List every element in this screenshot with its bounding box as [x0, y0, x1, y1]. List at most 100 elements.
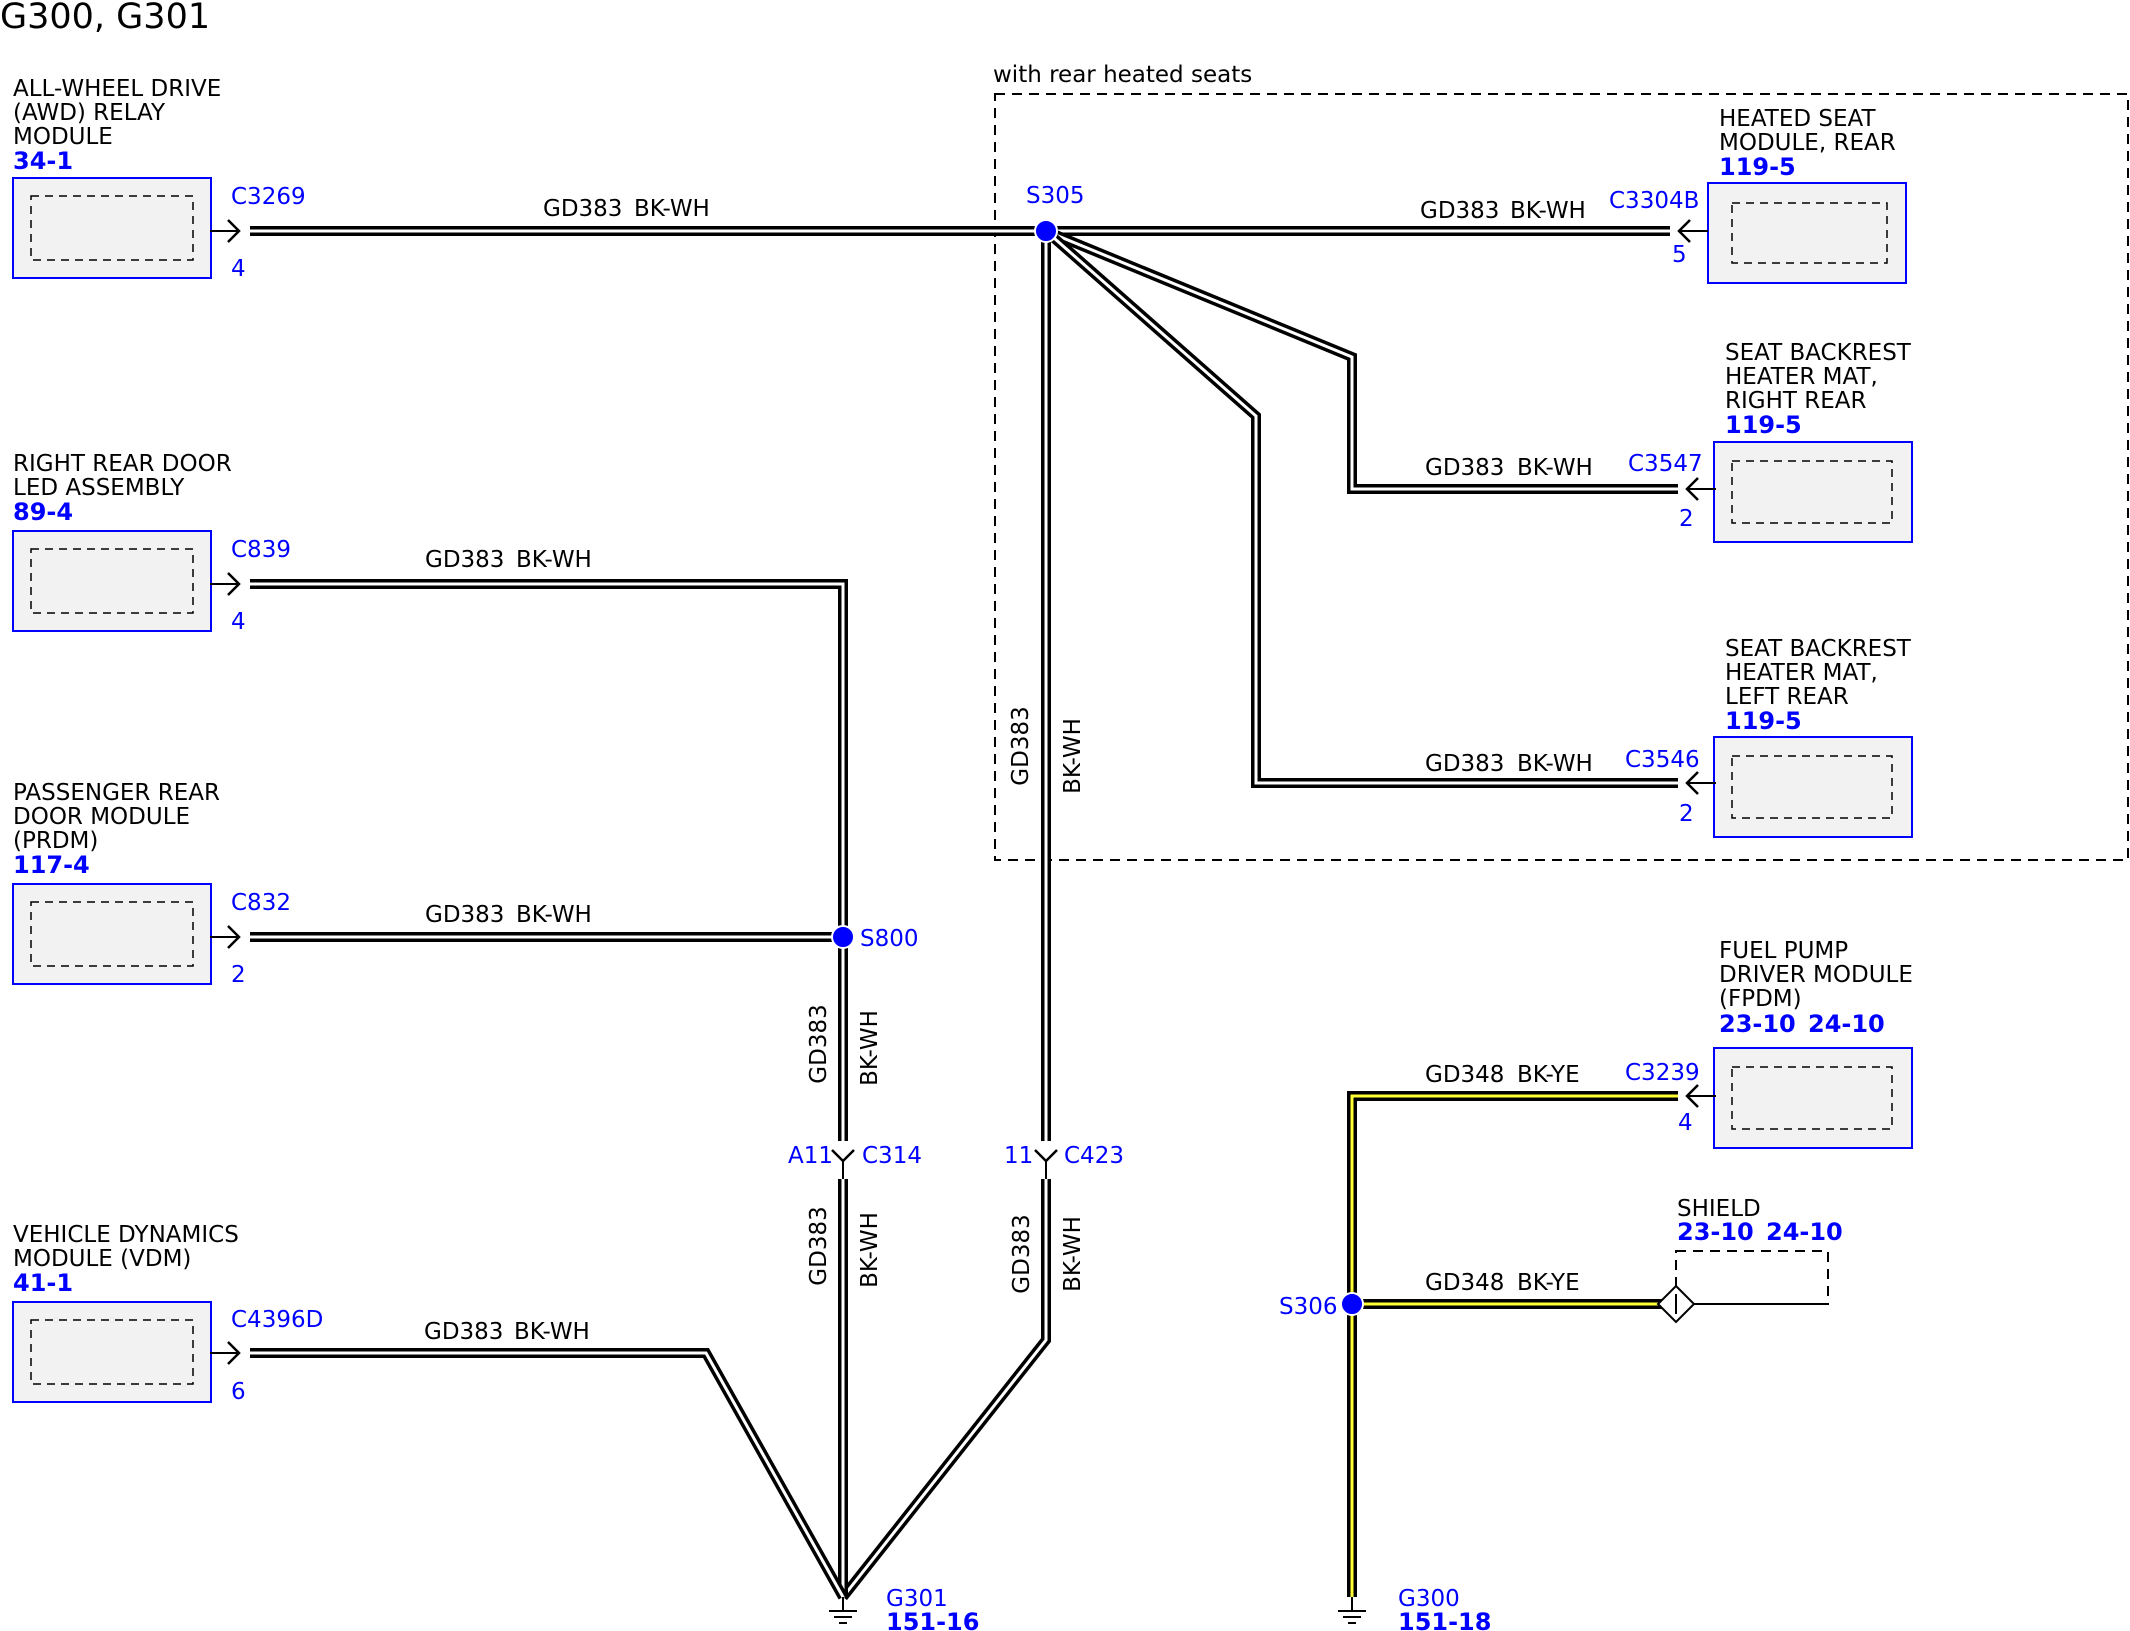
- vdm-module: VEHICLE DYNAMICS MODULE (VDM) 41-1 C4396…: [12, 1222, 323, 1405]
- backrest-rr-connector-id[interactable]: C3547: [1628, 451, 1703, 477]
- wire-s305-to-backrest-lr: [1042, 227, 1678, 788]
- heated-seat-box: [1707, 182, 1907, 284]
- heated-seat-ref[interactable]: 119-5: [1719, 153, 1796, 181]
- wire-label-shield: GD348 BK-YE: [1425, 1270, 1580, 1296]
- awd-module-ref[interactable]: 34-1: [13, 147, 73, 175]
- wire-label-fpdm-circuit: GD348: [1425, 1062, 1504, 1088]
- prdm-name-line1: PASSENGER REAR: [13, 780, 220, 806]
- awd-connector-pin: 4: [231, 256, 246, 282]
- heated-seat-name-line2: MODULE, REAR: [1719, 130, 1896, 156]
- backrest-rr-inner: [1731, 460, 1893, 524]
- fpdm-module: FUEL PUMP DRIVER MODULE (FPDM) 23-10 24-…: [1625, 938, 1913, 1149]
- backrest-lr-connector-id[interactable]: C3546: [1625, 747, 1700, 773]
- wire-label-prdm-circuit: GD383: [425, 902, 504, 928]
- fpdm-connector-id[interactable]: C3239: [1625, 1060, 1700, 1086]
- rr-door-led-box: [12, 530, 212, 632]
- backrest-lr-name-line2: HEATER MAT,: [1725, 660, 1878, 686]
- shield-ref-2[interactable]: 24-10: [1766, 1218, 1843, 1246]
- wire-label-shield-circuit: GD348: [1425, 1270, 1504, 1296]
- s305-label: S305: [1026, 183, 1085, 209]
- shield: SHIELD 23-10 24-10: [1656, 1196, 1843, 1324]
- wire-label-s800-vert-color: BK-WH: [857, 1010, 883, 1086]
- backrest-lr-inner: [1731, 755, 1893, 819]
- c423-inline-connector: 11 C423: [1004, 1143, 1124, 1179]
- backrest-rr-name-line1: SEAT BACKREST: [1725, 340, 1912, 366]
- s800-label: S800: [860, 926, 919, 952]
- awd-module-name-line2: (AWD) RELAY: [13, 100, 166, 126]
- wire-fpdm-to-g300: [1347, 1091, 1678, 1597]
- wire-label-backrest-lr-circuit: GD383: [1425, 751, 1504, 777]
- c423-pin: 11: [1004, 1143, 1033, 1169]
- rr-door-led-ref[interactable]: 89-4: [13, 498, 73, 526]
- rr-door-led-connector-id[interactable]: C839: [231, 537, 291, 563]
- wire-label-fpdm-color: BK-YE: [1517, 1062, 1580, 1088]
- g301-ground: G301 151-16: [828, 1586, 979, 1631]
- s306-dot[interactable]: [1340, 1292, 1364, 1316]
- wire-label-prdm-color: BK-WH: [516, 902, 592, 928]
- backrest-lr-box: [1713, 736, 1913, 838]
- g300-ground: G300 151-18: [1337, 1586, 1491, 1631]
- vdm-name-line1: VEHICLE DYNAMICS: [13, 1222, 239, 1248]
- wire-rr-door-led-to-s800: [250, 579, 848, 937]
- vdm-ref[interactable]: 41-1: [13, 1269, 73, 1297]
- wire-label-backrest-lr-color: BK-WH: [1517, 751, 1593, 777]
- prdm-connector-id[interactable]: C832: [231, 890, 291, 916]
- g301-name: G301: [886, 1586, 948, 1612]
- wire-c423-to-g301: [839, 1179, 1051, 1601]
- fpdm-inner: [1731, 1066, 1893, 1130]
- prdm-name-line2: DOOR MODULE: [13, 804, 190, 830]
- backrest-rr-ref[interactable]: 119-5: [1725, 411, 1802, 439]
- vdm-inner: [30, 1319, 194, 1385]
- heated-seat-connector-id[interactable]: C3304B: [1609, 188, 1699, 214]
- fpdm-ref-2[interactable]: 24-10: [1808, 1010, 1885, 1038]
- fpdm-connector-arrow-icon: [1685, 1083, 1718, 1109]
- g300-ref[interactable]: 151-18: [1398, 1608, 1491, 1631]
- vdm-name-line2: MODULE (VDM): [13, 1246, 191, 1272]
- rr-door-led-name-line1: RIGHT REAR DOOR: [13, 451, 232, 477]
- wire-s305-to-backrest-rr: [1044, 226, 1678, 494]
- s800-dot[interactable]: [831, 925, 855, 949]
- awd-relay-module: ALL-WHEEL DRIVE (AWD) RELAY MODULE 34-1 …: [12, 76, 306, 282]
- rr-door-led-connector-arrow-icon: [208, 571, 241, 597]
- backrest-rr-box: [1713, 441, 1913, 543]
- s306-splice: S306: [1279, 1292, 1364, 1320]
- s305-dot[interactable]: [1034, 219, 1058, 243]
- wire-label-backrest-rr-circuit: GD383: [1425, 455, 1504, 481]
- backrest-rr-connector-arrow-icon: [1685, 476, 1718, 502]
- awd-connector-arrow-icon: [208, 218, 241, 244]
- wire-label-c314-vert-color: BK-WH: [857, 1212, 883, 1288]
- wire-label-awd-color: BK-WH: [634, 196, 710, 222]
- heated-seat-connector-arrow-icon: [1677, 218, 1710, 244]
- vdm-box: [12, 1301, 212, 1403]
- backrest-lr-connector-pin: 2: [1679, 801, 1694, 827]
- c423-name[interactable]: C423: [1064, 1143, 1124, 1169]
- rr-door-led-module: RIGHT REAR DOOR LED ASSEMBLY 89-4 C839 4: [12, 451, 291, 635]
- awd-connector-id[interactable]: C3269: [231, 184, 306, 210]
- prdm-ref[interactable]: 117-4: [13, 851, 90, 879]
- wire-label-s305-vert-color: BK-WH: [1060, 718, 1086, 794]
- vdm-connector-id[interactable]: C4396D: [231, 1307, 323, 1333]
- rr-door-led-connector-pin: 4: [231, 609, 246, 635]
- shield-ref-1[interactable]: 23-10: [1677, 1218, 1754, 1246]
- backrest-lr-ref[interactable]: 119-5: [1725, 707, 1802, 735]
- shield-name: SHIELD: [1677, 1196, 1761, 1222]
- prdm-inner: [30, 901, 194, 967]
- heated-seat-connector-pin: 5: [1672, 242, 1687, 268]
- wire-label-s800-vert-circuit: GD383: [806, 1004, 832, 1083]
- backrest-rr-name-line3: RIGHT REAR: [1725, 388, 1866, 414]
- backrest-lr-module: SEAT BACKREST HEATER MAT, LEFT REAR 119-…: [1625, 636, 1913, 838]
- g300-ground-icon: [1337, 1596, 1367, 1624]
- diagram-title: G300, G301: [0, 0, 210, 37]
- awd-module-inner: [30, 195, 194, 261]
- wire-label-rr-door-led: GD383 BK-WH: [425, 547, 592, 573]
- wire-label-shield-color: BK-YE: [1517, 1270, 1580, 1296]
- wire-label-vdm-color: BK-WH: [514, 1319, 590, 1345]
- awd-module-box: [12, 177, 212, 279]
- g301-ref[interactable]: 151-16: [886, 1608, 979, 1631]
- s306-label: S306: [1279, 1294, 1338, 1320]
- c314-name[interactable]: C314: [862, 1143, 922, 1169]
- fpdm-box: [1713, 1047, 1913, 1149]
- s800-splice: S800: [831, 925, 919, 952]
- fpdm-ref-1[interactable]: 23-10: [1719, 1010, 1796, 1038]
